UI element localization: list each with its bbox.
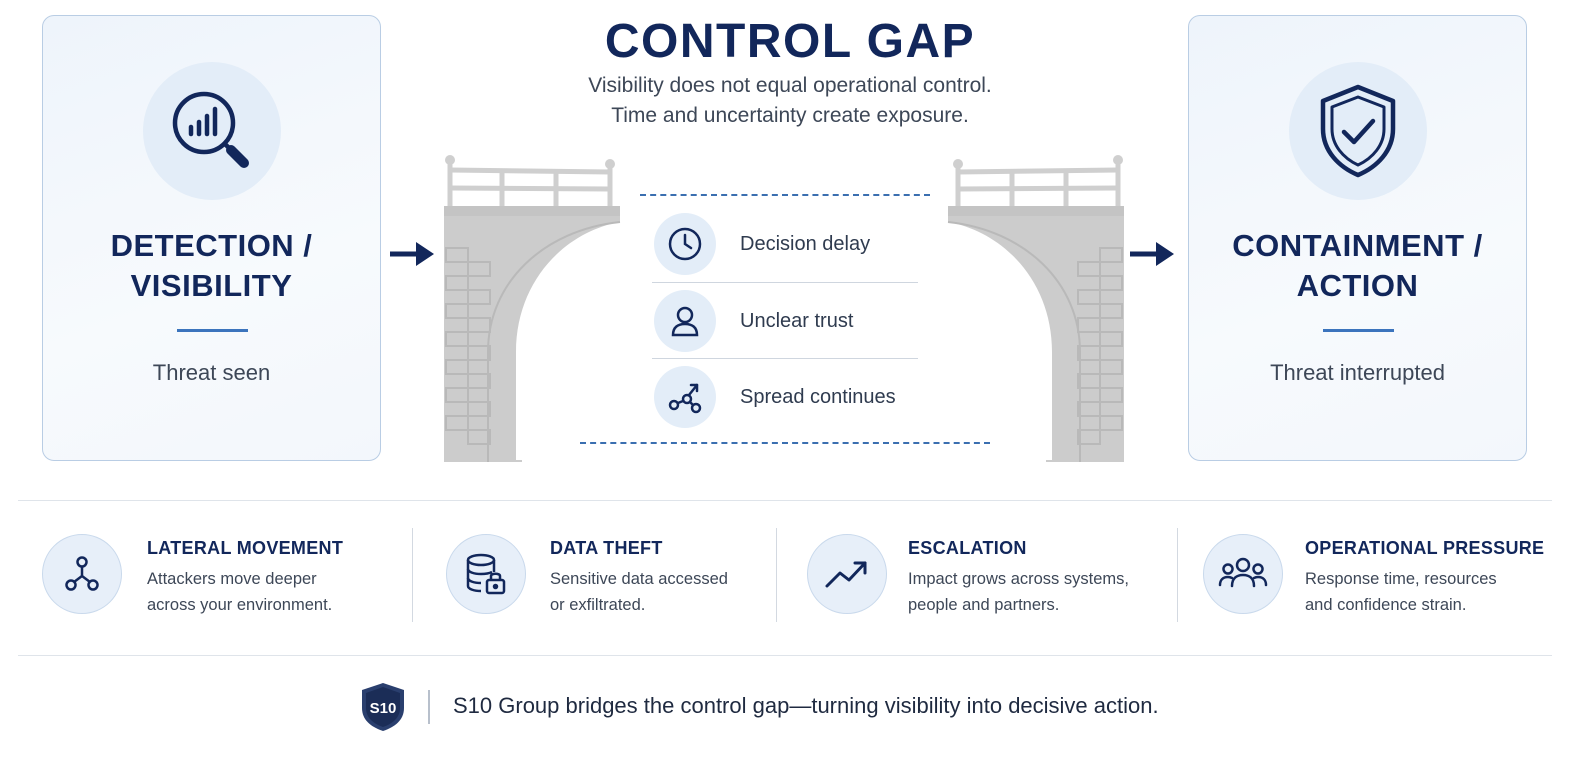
footer-divider (428, 690, 430, 724)
clock-icon (654, 213, 716, 275)
gap-dashed-line-bottom (580, 442, 990, 444)
bridge-left-half (444, 155, 621, 462)
gap-separator-2 (652, 358, 918, 359)
detection-title: DETECTION / VISIBILITY (110, 228, 313, 303)
arrow-right-icon (390, 242, 434, 266)
impact-description: Response time, resources and confidence … (1305, 570, 1497, 614)
impact-description: Impact grows across systems, people and … (908, 570, 1129, 614)
subtitle-line-2: Time and uncertainty create exposure. (611, 104, 969, 127)
trend-up-icon (807, 534, 887, 614)
arrow-right-icon-2 (1130, 242, 1174, 266)
network-nodes-icon (42, 534, 122, 614)
people-group-icon (1203, 534, 1283, 614)
shield-check-icon (1289, 62, 1427, 200)
impact-divider (412, 528, 413, 622)
gap-dashed-line-top (640, 194, 930, 196)
person-icon (654, 290, 716, 352)
impact-divider-3 (1177, 528, 1178, 622)
containment-rule (1323, 329, 1394, 332)
gap-item-decision-delay: Decision delay (652, 206, 918, 282)
spread-nodes-icon (654, 366, 716, 428)
logo-text: S10 (370, 700, 397, 717)
database-lock-icon (446, 534, 526, 614)
impact-description: Sensitive data accessed or exfiltrated. (550, 570, 728, 614)
gap-item-label: Spread continues (740, 385, 896, 408)
gap-separator (652, 282, 918, 283)
subtitle-line-1: Visibility does not equal operational co… (588, 74, 992, 97)
impact-title: ESCALATION (908, 538, 1027, 558)
section-divider-bottom (18, 655, 1552, 656)
footer-tagline: S10 Group bridges the control gap—turnin… (453, 693, 1159, 718)
impact-title: DATA THEFT (550, 538, 663, 558)
containment-card: CONTAINMENT / ACTION Threat interrupted (1188, 15, 1527, 461)
gap-item-label: Unclear trust (740, 309, 854, 332)
page-title: CONTROL GAP (604, 15, 976, 68)
gap-item-unclear-trust: Unclear trust (652, 283, 918, 359)
detection-subtitle: Threat seen (152, 360, 271, 385)
detection-rule (177, 329, 248, 332)
impact-description: Attackers move deeper across your enviro… (147, 570, 333, 614)
containment-title: CONTAINMENT / ACTION (1232, 228, 1483, 303)
s10-logo-shield-icon: S10 (362, 683, 404, 731)
gap-item-label: Decision delay (740, 232, 871, 255)
magnifier-chart-icon (143, 62, 281, 200)
gap-item-spread-continues: Spread continues (652, 359, 918, 435)
detection-card: DETECTION / VISIBILITY Threat seen (42, 15, 381, 461)
impact-title: OPERATIONAL PRESSURE (1305, 538, 1545, 558)
impact-divider-2 (776, 528, 777, 622)
containment-subtitle: Threat interrupted (1270, 360, 1445, 385)
bridge-right-half (947, 155, 1124, 462)
impact-title: LATERAL MOVEMENT (147, 538, 344, 558)
section-divider-top (18, 500, 1552, 501)
